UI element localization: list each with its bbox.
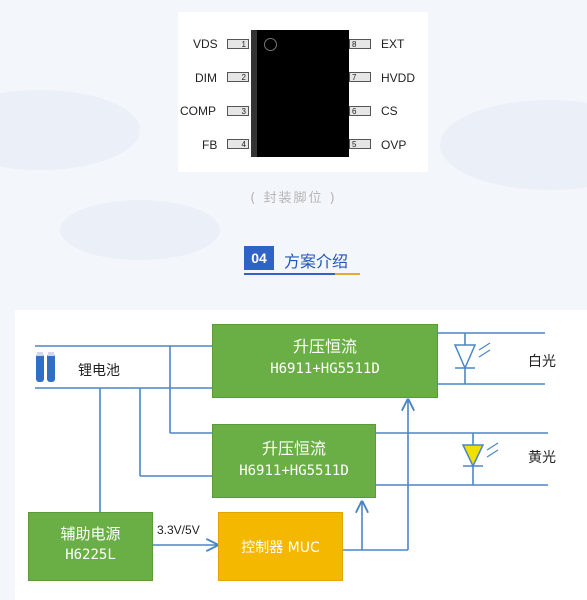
section-title: 方案介绍 — [284, 252, 349, 271]
mcu-block: 控制器 MUC — [218, 512, 343, 581]
voltage-label: 3.3V/5V — [157, 523, 200, 537]
boost-bottom-title: 升压恒流 — [261, 439, 326, 458]
pin-label-fb: FB — [202, 138, 218, 152]
pin-3: 3 — [227, 106, 249, 116]
chip-body — [251, 30, 349, 157]
pin-6: 6 — [349, 106, 371, 116]
battery-label: 锂电池 — [78, 363, 120, 379]
section-underline — [244, 273, 360, 275]
white-led-label: 白光 — [528, 354, 556, 370]
boost-bottom-part: H6911+HG5511D — [239, 463, 349, 479]
boost-top-title: 升压恒流 — [292, 337, 357, 356]
pin-1: 1 — [227, 39, 249, 49]
pin-label-hvdd: HVDD — [381, 71, 416, 85]
pin-label-vds: VDS — [193, 37, 218, 51]
pin1-marker — [264, 38, 277, 51]
pin-label-comp: COMP — [180, 104, 216, 118]
pin-8: 8 — [349, 39, 371, 49]
boost-block-top: 升压恒流 H6911+HG5511D — [212, 324, 438, 398]
yellow-led-symbol — [461, 442, 499, 468]
boost-block-bottom: 升压恒流 H6911+HG5511D — [212, 424, 376, 498]
mcu-label: 控制器 MUC — [241, 540, 320, 556]
pin-2: 2 — [227, 72, 249, 82]
pin-label-ext: EXT — [381, 37, 405, 51]
pin-label-cs: CS — [381, 104, 398, 118]
aux-power-part: H6225L — [65, 547, 116, 563]
aux-power-block: 辅助电源 H6225L — [28, 512, 153, 581]
pinout-caption: ( 封装脚位 ) — [250, 191, 337, 206]
aux-power-title: 辅助电源 — [60, 525, 121, 543]
white-led-symbol — [453, 342, 491, 370]
yellow-led-label: 黄光 — [528, 450, 556, 466]
section-number: 04 — [244, 246, 274, 270]
pin-5: 5 — [349, 139, 371, 149]
boost-top-part: H6911+HG5511D — [270, 361, 380, 377]
section-underline-accent — [335, 273, 360, 275]
battery-icon — [36, 352, 55, 382]
pin-7: 7 — [349, 72, 371, 82]
pin-4: 4 — [227, 139, 249, 149]
pin-label-dim: DIM — [195, 71, 217, 85]
pin-label-ovp: OVP — [381, 138, 407, 152]
